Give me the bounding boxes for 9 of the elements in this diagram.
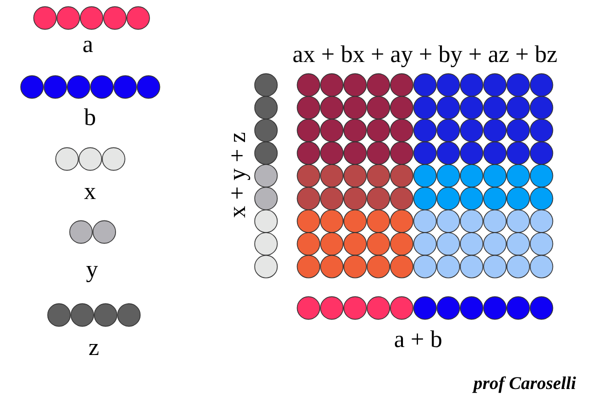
variable-label: z bbox=[88, 336, 100, 360]
product-expression: ax + bx + ay + by + az + bz bbox=[292, 43, 558, 67]
variable-label: a bbox=[82, 33, 94, 57]
author-signature: prof Caroselli bbox=[474, 374, 576, 392]
factor-expression: x + y + z bbox=[226, 132, 250, 218]
variable-label: x bbox=[84, 180, 96, 204]
variable-label: b bbox=[84, 106, 96, 130]
factor-expression: a + b bbox=[394, 328, 442, 352]
variable-label: y bbox=[86, 258, 98, 282]
